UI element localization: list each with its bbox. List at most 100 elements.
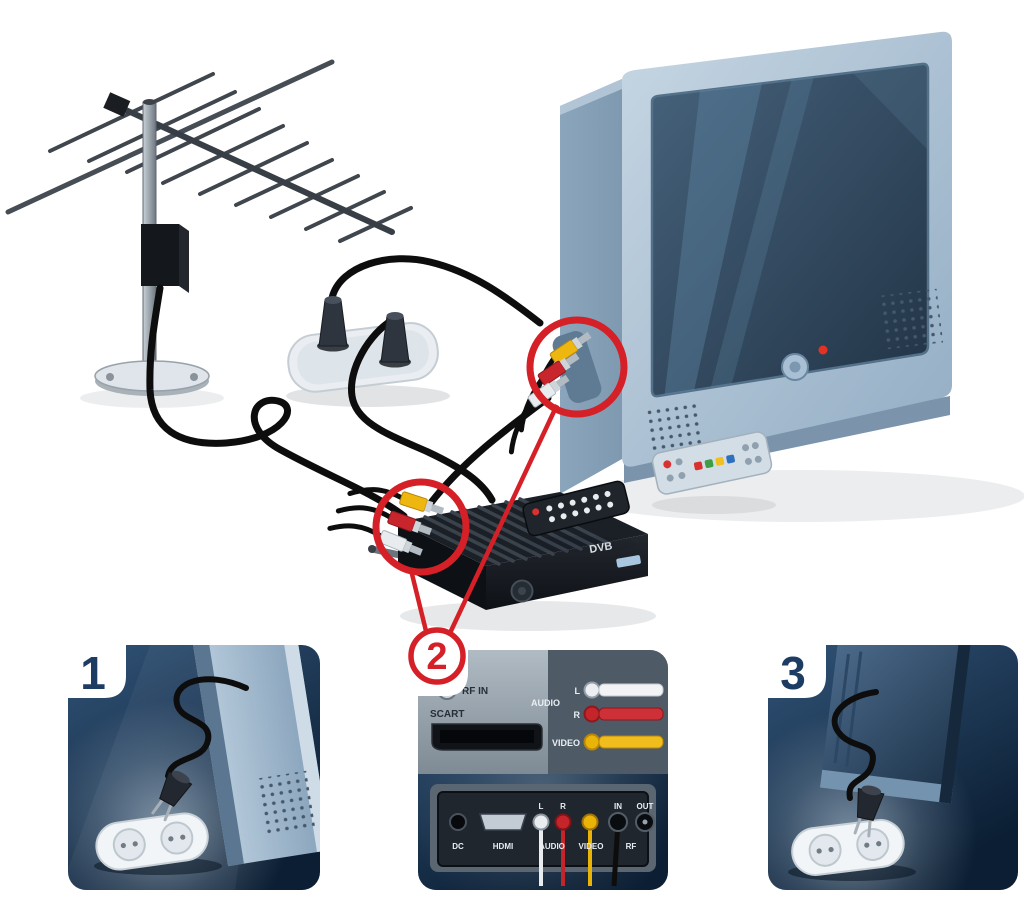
stb-remote-buttons (546, 490, 614, 523)
stb-rca-jack-white (532, 813, 550, 831)
panel1-wall-socket (95, 812, 209, 871)
rf-in-jack (608, 812, 628, 832)
audio-r-label-tvback: R (574, 710, 581, 720)
panel2-stb-back: DC HDMI L R AUDIO VIDEO IN OUT RF (430, 784, 656, 887)
panel3-number-notch (764, 641, 826, 698)
callout-line-to-tv (447, 404, 560, 634)
rf-in-label-stb: IN (614, 802, 622, 811)
panel-2: RF IN SCART AUDIO L R VIDEO DC (414, 646, 668, 890)
tv-power-led (818, 345, 828, 355)
cable-outlet-to-stb (348, 314, 496, 504)
tv-speaker-grille-left (646, 400, 704, 456)
base-bolt-right (190, 373, 198, 381)
tv-screen-reflections (664, 63, 928, 397)
rca-cable-plug-yellow (598, 735, 664, 749)
antenna-junction-box-side (179, 224, 189, 293)
panel2-tv-back: RF IN SCART AUDIO L R VIDEO (418, 650, 668, 774)
panel1-content (68, 645, 320, 890)
panel1-tv-grille (256, 770, 316, 836)
dc-jack (449, 813, 467, 831)
panel3-wall-socket (791, 819, 905, 876)
tv-remote (651, 431, 776, 514)
stb-audio-r-label: R (560, 802, 566, 811)
cable-outlet-to-tv (328, 255, 544, 327)
antenna-reflector-rod (5, 59, 335, 215)
step3-label: 3 (780, 647, 806, 699)
rf-in-label: RF IN (462, 686, 488, 697)
rca-jack-white (583, 681, 601, 699)
cable-rf-black (611, 821, 621, 887)
outlet-plug-right (379, 312, 411, 368)
stb-remote-power-button (532, 508, 540, 516)
stb-rca-jack-yellow (581, 813, 599, 831)
highlight-circle-tv (526, 316, 628, 418)
panel1-power-cable (165, 676, 249, 779)
stb-remote-body (522, 480, 630, 537)
scart-label: SCART (430, 709, 464, 720)
highlight-circle-stb (372, 478, 470, 576)
tv-remote-power-button (663, 460, 672, 469)
main-scene: DVB (5, 31, 1024, 631)
audio-label-tvback: AUDIO (531, 698, 560, 708)
panel-3: 3 (764, 641, 1018, 890)
step2-badge (408, 627, 466, 685)
antenna (5, 59, 413, 408)
tv-speaker-grille-right (880, 288, 944, 350)
callout-line-to-stb (408, 569, 429, 632)
stb-av-plugs (327, 487, 445, 556)
step1-label: 1 (80, 647, 106, 699)
stb-rca-jack-red (554, 813, 572, 831)
tv (552, 31, 1024, 522)
video-label-tvback: VIDEO (552, 738, 580, 748)
tv-remote-buttons (666, 442, 762, 482)
rca-plug-yellow-stb (347, 487, 445, 515)
rf-label: RF (626, 842, 637, 851)
scart-connector-slot (440, 730, 534, 743)
audio-l-label-tvback: L (575, 686, 581, 696)
hdmi-port (478, 813, 528, 831)
panel3-power-plug (853, 785, 885, 838)
outlet-plugs (317, 296, 411, 368)
antenna-boom-clamp (103, 92, 131, 117)
stb-audio-label: AUDIO (539, 842, 565, 851)
panel1-power-plug (151, 770, 193, 822)
rca-jack-yellow (583, 733, 601, 751)
rca-cable-plug-white (598, 683, 664, 697)
outlet-plug-left (317, 296, 349, 352)
stb-antenna-stub-tip (368, 545, 376, 553)
stb-audio-l-label: L (539, 802, 544, 811)
panel-1: 1 (64, 641, 320, 890)
mast-cap (143, 99, 156, 105)
stb-power-button-inner (518, 587, 526, 595)
rca-plug-red-stb (335, 505, 432, 536)
tv-side-top-edge (560, 79, 622, 115)
panel1-number-notch (64, 641, 126, 698)
rca-cable-plug-red (598, 707, 664, 721)
rf-out-pin (642, 819, 648, 825)
tv-screen (650, 62, 930, 398)
panel3-content (768, 645, 977, 890)
rf-out-label-stb: OUT (637, 802, 654, 811)
stb-remote-shadow (520, 536, 636, 552)
stb-video-label: VIDEO (579, 842, 604, 851)
cable-antenna-to-stb (146, 284, 408, 520)
antenna-boom (112, 102, 395, 235)
hdmi-label: HDMI (493, 842, 513, 851)
power-outlet (286, 322, 450, 407)
callout-2: 2 (408, 404, 560, 685)
stb-shadow (400, 601, 656, 631)
highlight-circles (372, 316, 628, 576)
panel1-tv-corner (193, 645, 320, 867)
step2-label: 2 (426, 636, 447, 678)
panel3-power-cable (831, 689, 879, 801)
tv-remote-color-buttons (693, 454, 735, 471)
cables (146, 255, 552, 520)
stb-remote (520, 480, 636, 552)
panel2-content: RF IN SCART AUDIO L R VIDEO DC (418, 650, 668, 890)
tv-side-face (560, 79, 622, 494)
stb-logo-label: DVB (588, 540, 613, 556)
dc-label: DC (452, 842, 464, 851)
panel3-stb-corner (819, 645, 971, 804)
stb-display (616, 555, 641, 568)
